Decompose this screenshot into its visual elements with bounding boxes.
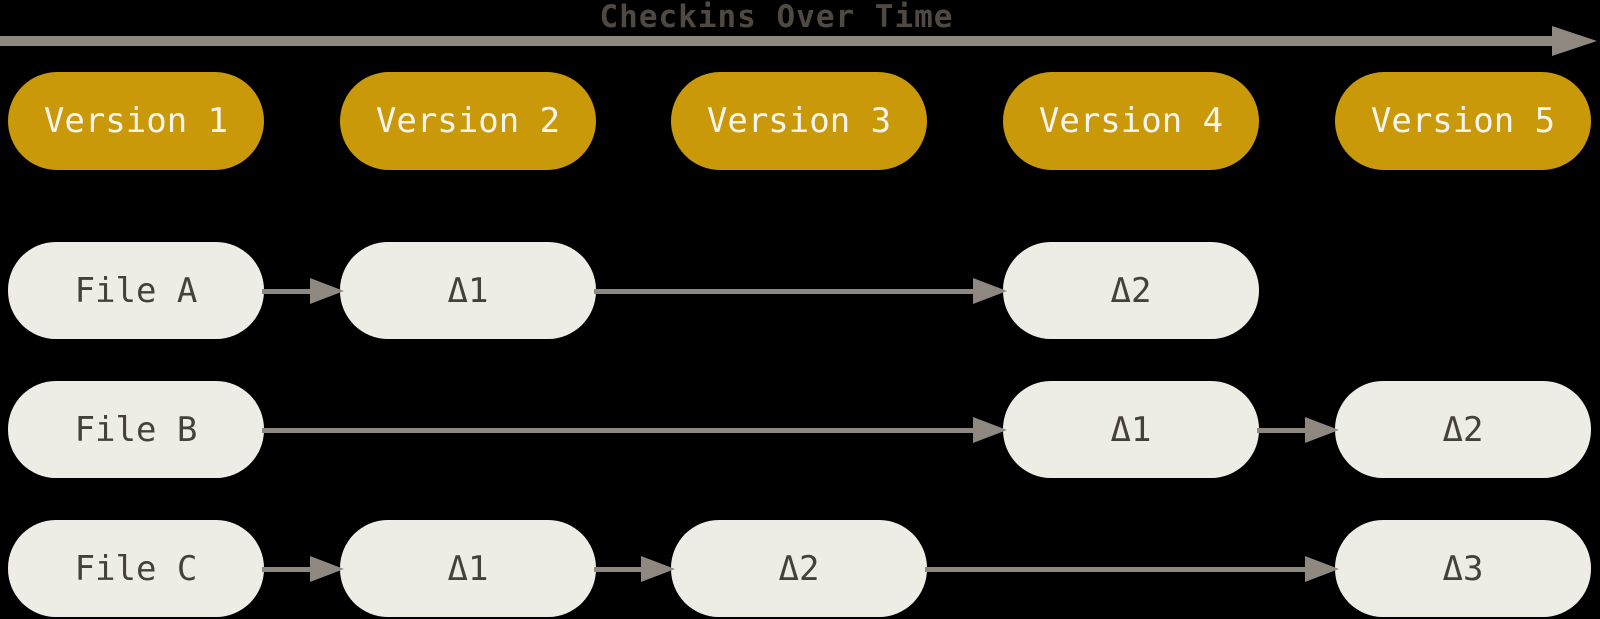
arrow-head-icon (310, 278, 344, 304)
arrow-head-icon (641, 556, 675, 582)
arrow-file-b-to-delta1 (262, 416, 1007, 444)
arrow-file-b-delta1-to-delta2 (1257, 416, 1339, 444)
version-pill-5: Version 5 (1335, 72, 1591, 170)
arrow-head-icon (973, 278, 1007, 304)
file-a-delta-2-pill: Δ2 (1003, 242, 1259, 339)
version-pill-4: Version 4 (1003, 72, 1259, 170)
file-c-delta-3-pill: Δ3 (1335, 520, 1591, 617)
arrow-shaft (925, 566, 1305, 572)
arrow-file-a-to-delta1 (262, 277, 344, 305)
arrow-head-icon (1305, 417, 1339, 443)
arrow-file-c-delta1-to-delta2 (594, 555, 675, 583)
version-pill-1: Version 1 (8, 72, 264, 170)
arrow-file-c-to-delta1 (262, 555, 344, 583)
arrow-head-icon (310, 556, 344, 582)
file-c-delta-2-pill: Δ2 (671, 520, 927, 617)
file-c-delta-1-pill: Δ1 (340, 520, 596, 617)
arrow-file-a-delta1-to-delta2 (594, 277, 1007, 305)
file-a-pill: File A (8, 242, 264, 339)
file-b-pill: File B (8, 381, 264, 478)
file-b-delta-1-pill: Δ1 (1003, 381, 1259, 478)
file-c-pill: File C (8, 520, 264, 617)
version-pill-2: Version 2 (340, 72, 596, 170)
arrow-head-icon (1305, 556, 1339, 582)
timeline-arrow (0, 26, 1597, 56)
arrow-file-c-delta2-to-delta3 (925, 555, 1339, 583)
arrow-head-icon (973, 417, 1007, 443)
file-a-delta-1-pill: Δ1 (340, 242, 596, 339)
arrow-shaft (262, 566, 310, 572)
arrow-shaft (1257, 427, 1305, 433)
version-pill-3: Version 3 (671, 72, 927, 170)
arrow-shaft (594, 288, 973, 294)
file-b-delta-2-pill: Δ2 (1335, 381, 1591, 478)
arrow-shaft (262, 288, 310, 294)
diagram-title: Checkins Over Time (599, 0, 954, 35)
arrow-shaft (262, 427, 973, 433)
timeline-arrow-head-icon (1552, 26, 1597, 56)
timeline-arrow-shaft (0, 36, 1552, 46)
arrow-shaft (594, 566, 641, 572)
